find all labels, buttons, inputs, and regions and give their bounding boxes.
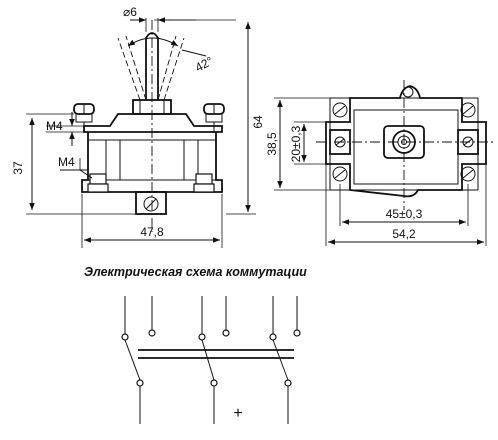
plan-plate: [353, 109, 459, 185]
height-label-64: 64: [251, 115, 265, 129]
terminal-right: [193, 173, 215, 193]
angle-label: 42°: [193, 54, 216, 75]
width-dimension-45: 45±0,3: [339, 184, 469, 226]
pole-2: [198, 296, 230, 424]
commutation-schematic: +: [121, 296, 301, 424]
height-label-37: 37: [11, 161, 25, 175]
width-label-side: 47,8: [140, 225, 164, 239]
width-dimension-side: 47,8: [81, 194, 223, 248]
height-dimension-38-5: 38,5: [265, 97, 350, 191]
terminal-left: [87, 173, 109, 193]
angle-arc: [127, 37, 179, 47]
width-label-45: 45±0,3: [386, 207, 423, 221]
side-view: M4 M4 37 64 47,8 ⌀6 42°: [11, 5, 265, 248]
mounting-plate: [83, 113, 223, 133]
diameter-dimension: [130, 17, 236, 32]
width-dimension-54-2: 54,2: [325, 164, 487, 246]
diameter-label: ⌀6: [123, 5, 137, 19]
lever-swing-lines: [117, 20, 185, 232]
thread-label-bottom: M4: [58, 155, 75, 169]
bottom-screw: [135, 191, 167, 215]
mounting-screw-right: [203, 103, 225, 132]
pole-3: [269, 296, 301, 424]
height-dimension-64: 64: [226, 22, 265, 215]
thread-dimension-top: M4: [46, 112, 84, 146]
height-label-20: 20±0,3: [289, 125, 303, 162]
plan-screw-bl: [332, 166, 348, 182]
pole-1: [121, 296, 156, 424]
plan-screw-top: [402, 86, 414, 98]
width-label-54-2: 54,2: [392, 227, 416, 241]
plan-screw-br: [460, 166, 476, 182]
height-dimension-37: 37: [11, 113, 136, 215]
plan-screw-tl: [332, 102, 348, 118]
plan-view: 38,5 20±0,3 45±0,3 54,2: [265, 80, 494, 246]
plus-sign: +: [233, 405, 242, 422]
thread-label-top: M4: [46, 119, 63, 133]
height-dimension-20: 20±0,3: [289, 121, 326, 165]
mounting-screw-left: [73, 103, 95, 132]
height-label-38-5: 38,5: [265, 132, 279, 156]
thread-dimension-bottom: M4: [58, 155, 93, 179]
schematic-caption: Электрическая схема коммутации: [84, 265, 307, 279]
plan-screw-tr: [460, 102, 476, 118]
